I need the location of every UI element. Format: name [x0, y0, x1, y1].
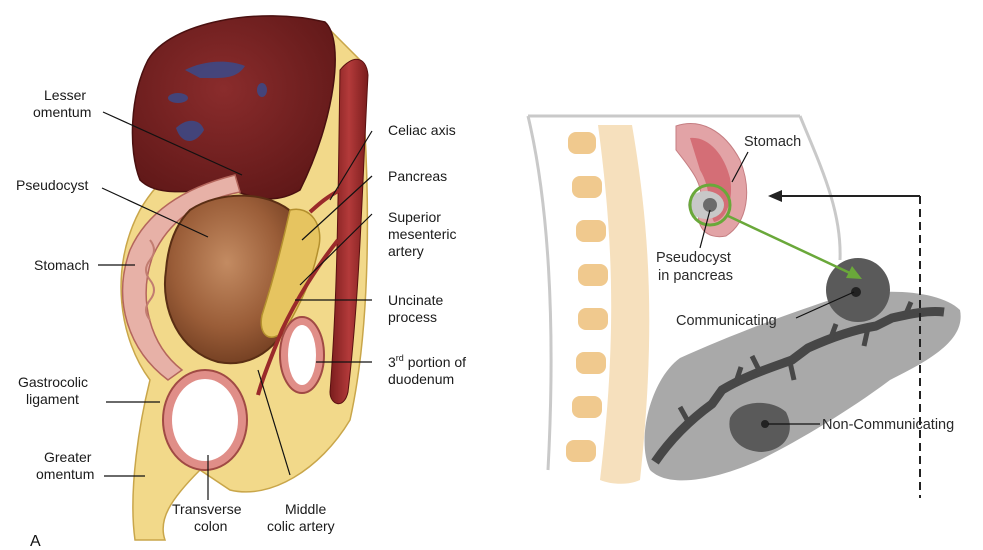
label-b-pseudocyst: Pseudocyst in pancreas	[656, 250, 735, 284]
pancreas-organ	[644, 291, 961, 481]
liver-vessel	[257, 83, 267, 97]
leader-communicating	[795, 291, 855, 319]
highlight-ring	[688, 183, 732, 227]
label-superior-mesenteric-artery: Superior mesenteric artery	[388, 209, 460, 259]
label-celiac-axis: Celiac axis	[388, 122, 456, 138]
label-uncinate-process: Uncinate process	[388, 292, 447, 325]
stomach-rugae	[145, 239, 155, 321]
label-greater-omentum: Greater omentum	[36, 449, 95, 482]
label-pseudocyst: Pseudocyst	[16, 177, 88, 193]
panel-b-illustration	[526, 114, 961, 498]
spine-column	[598, 125, 650, 484]
body-outline	[526, 114, 842, 471]
panel-a-illustration	[120, 15, 369, 541]
liver-vessel	[168, 93, 188, 103]
panel-b-labels: Stomach Pseudocyst in pancreas Communica…	[656, 134, 954, 433]
duct-branch	[677, 301, 914, 427]
label-gastrocolic-ligament: Gastrocolic ligament	[18, 374, 92, 407]
label-b-non-communicating: Non-Communicating	[822, 417, 954, 433]
highlight-arrowhead	[846, 266, 862, 279]
liver-vessel	[176, 120, 204, 141]
label-lesser-omentum: Lesser omentum	[33, 87, 91, 120]
label-middle-colic-artery: Middle colic artery	[267, 501, 335, 534]
pseudocyst-small	[703, 198, 717, 212]
panel-letter-a: A	[30, 533, 41, 550]
vertebrae	[566, 132, 608, 462]
panel-a-leaders	[98, 111, 373, 500]
stomach-wall	[122, 174, 241, 381]
non-communicating-core	[761, 420, 769, 428]
aorta	[329, 58, 369, 405]
label-duodenum: 3rd portion of duodenum	[388, 353, 470, 387]
liver-vessel	[185, 61, 245, 79]
communicating-core	[851, 287, 861, 297]
celiac-branch	[308, 188, 341, 214]
section-arrowhead	[768, 190, 782, 202]
transverse-colon-lumen	[172, 379, 238, 461]
sma-branch	[256, 238, 340, 396]
label-stomach: Stomach	[34, 257, 89, 273]
liver-shape	[131, 15, 336, 200]
label-transverse-colon: Transverse colon	[172, 501, 245, 534]
label-pancreas: Pancreas	[388, 168, 447, 184]
label-b-communicating: Communicating	[676, 313, 777, 329]
non-communicating-pseudocyst	[729, 402, 790, 452]
duodenum-lumen	[288, 325, 316, 385]
leader-pseudocyst-b	[699, 209, 711, 249]
label-b-stomach: Stomach	[744, 134, 801, 150]
highlight-arrow-line	[725, 213, 853, 276]
panel-a-labels: Lesser omentum Pseudocyst Stomach Gastro…	[16, 87, 470, 550]
pancreatic-duct	[651, 307, 945, 465]
leader-stomach-b	[731, 151, 749, 183]
